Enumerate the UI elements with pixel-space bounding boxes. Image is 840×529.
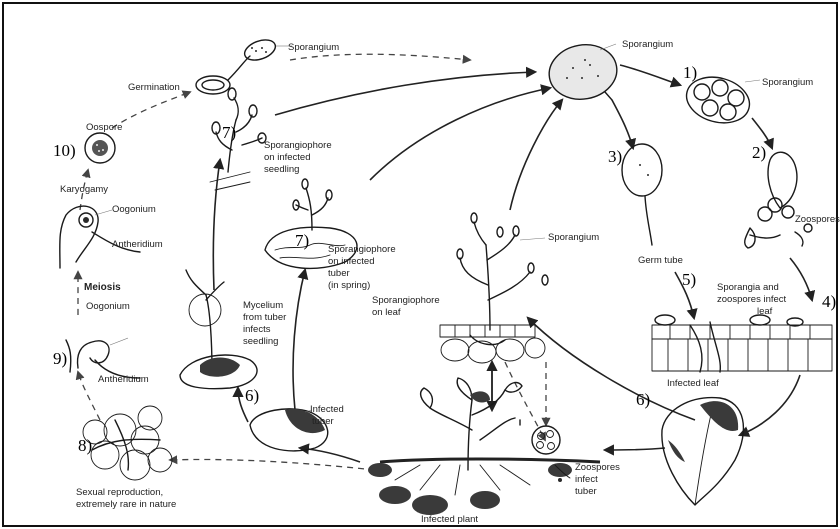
label-germination: Germination (128, 82, 180, 93)
sporangiophore-leaf-drawing (440, 213, 548, 363)
big-sporangium-drawing (545, 40, 621, 105)
label-sporangium-center: Sporangium (548, 232, 599, 243)
label-sporangiophore-tuber-4: (in spring) (328, 280, 370, 291)
label-mycelium-4: seedling (243, 336, 278, 347)
label-sporangium-top-right: Sporangium (762, 77, 813, 88)
germinating-oospore-drawing (196, 36, 292, 94)
label-infected-plant: Infected plant (421, 514, 478, 525)
germ-tube-sporangium-drawing (622, 144, 662, 245)
label-sporangiophore-tuber-2: on infected (328, 256, 374, 267)
step-number-3: 3) (608, 147, 622, 166)
label-antheridium-upper: Antheridium (112, 239, 163, 250)
label-oogonium-lower: Oogonium (86, 301, 130, 312)
label-sexual-reproduction-1: Sexual reproduction, (76, 487, 163, 498)
label-sporangiophore-seedling-2: on infected (264, 152, 310, 163)
step-number-5: 5) (682, 270, 696, 289)
infected-plant-drawing (368, 378, 600, 515)
step-numbers: 1) 2) 3) 4) 5) 6) 6) 7) 7) 8) 9) 10) (53, 63, 836, 455)
oogonium-antheridium-drawing (66, 338, 140, 378)
label-oospore: Oospore (86, 122, 122, 133)
step-number-6-right: 6) (636, 390, 650, 409)
leaf-infection-drawing (652, 315, 832, 372)
label-sporangiophore-leaf-1: Sporangiophore (372, 295, 440, 306)
label-mycelium-2: from tuber (243, 312, 286, 323)
step-number-9: 9) (53, 349, 67, 368)
label-sporangium-top-center: Sporangium (622, 39, 673, 50)
step-number-2: 2) (752, 143, 766, 162)
text-labels: Sporangium Germination Oospore Karyogamy… (60, 39, 840, 525)
label-infected-leaf: Infected leaf (667, 378, 719, 389)
label-oogonium-upper: Oogonium (112, 204, 156, 215)
step-number-7-top: 7) (222, 123, 236, 142)
label-sporangiophore-tuber-3: tuber (328, 268, 350, 279)
label-germ-tube: Germ tube (638, 255, 683, 266)
label-mycelium-1: Mycelium (243, 300, 283, 311)
step-number-4: 4) (822, 292, 836, 311)
released-zoospores-drawing (745, 152, 812, 248)
label-zoospores-tuber-1: Zoospores (575, 462, 620, 473)
oospore-drawing (85, 133, 115, 163)
step-number-7-mid: 7) (295, 231, 309, 250)
label-sporangium-top-left: Sporangium (288, 42, 339, 53)
label-zoospores-tuber-2: infect (575, 474, 598, 485)
label-infected-tuber-2: tuber (312, 416, 334, 427)
infected-leaf-drawing (662, 398, 744, 505)
label-karyogamy: Karyogamy (60, 184, 108, 195)
label-meiosis: Meiosis (84, 282, 121, 293)
sexual-reproduction-drawing (83, 406, 172, 480)
step-number-1: 1) (683, 63, 697, 82)
label-infect-leaf-3: leaf (757, 306, 773, 317)
label-sexual-reproduction-2: extremely rare in nature (76, 499, 176, 510)
label-sporangiophore-leaf-2: on leaf (372, 307, 401, 318)
label-infected-tuber-1: Infected (310, 404, 344, 415)
label-zoospores-tuber-3: tuber (575, 486, 597, 497)
step-number-10: 10) (53, 141, 76, 160)
label-sporangiophore-seedling-3: seedling (264, 164, 299, 175)
label-sporangiophore-tuber-1: Sporangiophore (328, 244, 396, 255)
label-mycelium-3: infects (243, 324, 271, 335)
step-number-8: 8) (78, 436, 92, 455)
label-sporangiophore-seedling-1: Sporangiophore (264, 140, 332, 151)
label-infect-leaf-1: Sporangia and (717, 282, 779, 293)
label-infect-leaf-2: zoospores infect (717, 294, 787, 305)
karyogamy-drawing (60, 206, 140, 268)
step-number-6-left: 6) (245, 386, 259, 405)
label-zoospores-right: Zoospores (795, 214, 840, 225)
label-antheridium-lower: Antheridium (98, 374, 149, 385)
